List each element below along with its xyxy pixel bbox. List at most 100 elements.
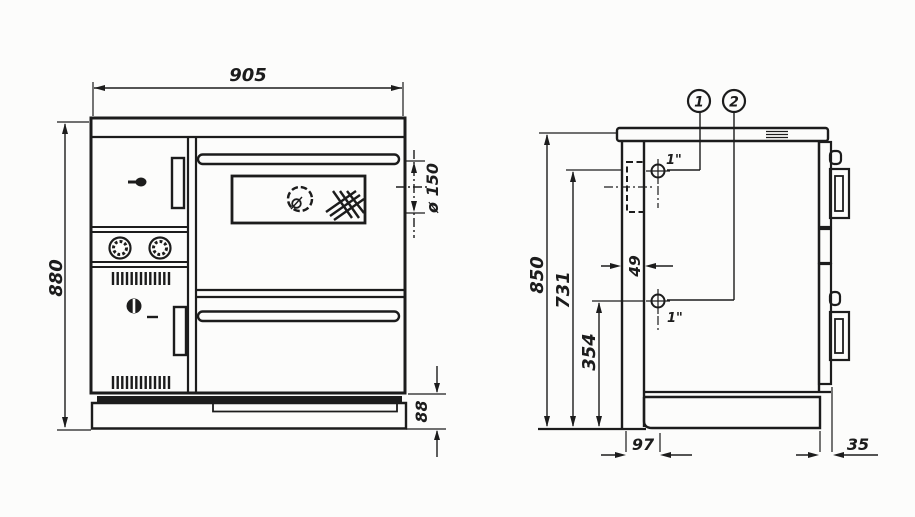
dim-lower-354: 354 xyxy=(579,300,645,427)
upper-left-door xyxy=(128,156,186,210)
plinth-step xyxy=(212,404,398,413)
control-dial-right xyxy=(148,236,172,260)
arrow-left xyxy=(94,85,105,91)
fitting-cross xyxy=(646,159,670,184)
dial-knurl xyxy=(112,240,128,256)
arrow-top xyxy=(434,383,440,393)
arrow-left xyxy=(610,263,621,269)
flue-outlet-back xyxy=(604,161,653,213)
dim-upper-label: 731 xyxy=(553,271,574,309)
dim-upper-731: 731 xyxy=(553,169,621,427)
dim-total-850: 850 xyxy=(527,132,618,427)
left-column-bands xyxy=(91,226,188,268)
dial-icon-center xyxy=(291,198,302,209)
side-view: 1" 1" 1 2 850 xyxy=(527,88,878,458)
arrow-top xyxy=(570,171,576,182)
ext-lines xyxy=(625,431,661,452)
dim-depth-97: 97 xyxy=(601,431,692,458)
arrow-top xyxy=(62,123,68,134)
arrow-bottom xyxy=(62,417,68,428)
arrow-top xyxy=(544,134,550,145)
callout-leaders: 1 2 xyxy=(667,88,747,301)
column-divider xyxy=(186,137,198,393)
callout-circle xyxy=(721,88,747,114)
control-dial-left xyxy=(108,236,132,260)
callout-1-label: 1 xyxy=(694,95,704,111)
plinth-shadow-strip xyxy=(97,396,402,404)
vent-grille-bottom xyxy=(111,376,171,389)
door-knob xyxy=(135,177,147,187)
dim-depth-label: 97 xyxy=(632,435,655,454)
door-lock-slot xyxy=(132,299,136,313)
front-view: 905 880 ø 150 88 xyxy=(46,65,446,457)
dim-total-label: 850 xyxy=(527,256,548,294)
plinth xyxy=(90,396,408,430)
ash-drawer xyxy=(196,310,401,323)
back-wall-lines xyxy=(620,141,646,429)
side-body xyxy=(620,140,833,429)
lower-handle-pivot xyxy=(828,290,842,307)
dim-plinth-88: 88 xyxy=(406,366,446,457)
lower-left-door xyxy=(111,272,188,389)
ext-lines xyxy=(92,82,404,116)
arrow-left xyxy=(615,452,626,458)
arrow-right xyxy=(660,452,671,458)
arrow-bottom xyxy=(570,416,576,427)
arrow-right xyxy=(391,85,402,91)
dim-width-label: 905 xyxy=(229,65,267,86)
lower-water-fitting: 1" xyxy=(646,289,683,332)
dim-back-49: 49 xyxy=(601,255,673,278)
dim-front-label: 35 xyxy=(847,435,869,454)
arrow-top xyxy=(596,302,602,313)
control-panel xyxy=(108,236,172,260)
door-hinge-slot xyxy=(170,156,186,210)
ext-lines xyxy=(57,121,91,431)
door-handle-slot xyxy=(172,305,188,357)
dial-ring xyxy=(148,236,172,260)
ext-lines xyxy=(406,393,446,430)
callout-1: 1 xyxy=(686,88,712,114)
upper-water-fitting: 1" xyxy=(646,153,682,208)
lower-handle-slot xyxy=(834,318,844,354)
oven-drawer-divider xyxy=(196,288,405,299)
plinth-outline xyxy=(90,401,408,430)
dial-ring xyxy=(108,236,132,260)
body-outline xyxy=(89,116,407,395)
arrow-bottom xyxy=(434,430,440,440)
top-plate-outline xyxy=(615,126,830,143)
top-plate xyxy=(615,126,830,143)
oven-handle-bar xyxy=(196,153,401,166)
upper-fitting-label: 1" xyxy=(666,153,682,168)
arrow-bottom xyxy=(544,416,550,427)
arrow-left xyxy=(808,452,819,458)
arrow-top xyxy=(411,162,417,173)
arrow-right xyxy=(645,263,656,269)
base-outline xyxy=(642,395,822,430)
dim-lower-label: 354 xyxy=(579,333,600,371)
dim-plinth-label: 88 xyxy=(412,400,431,422)
upper-handle-slot xyxy=(834,175,844,212)
arrow-bottom xyxy=(411,201,417,212)
upper-handle-bracket xyxy=(828,167,851,220)
callout-circle xyxy=(686,88,712,114)
dial-knurl xyxy=(152,240,168,256)
arrow-right xyxy=(833,452,844,458)
upper-handle-pivot xyxy=(828,149,843,166)
arrow-bottom xyxy=(596,416,602,427)
ext-lines xyxy=(404,160,425,214)
dim-back-label: 49 xyxy=(626,255,644,278)
ext-lines xyxy=(819,387,833,452)
lower-handle-bracket xyxy=(828,310,851,362)
lower-fitting-label: 1" xyxy=(667,311,683,326)
dial-icon-slash xyxy=(290,196,303,210)
leader-lines xyxy=(667,112,735,301)
dim-height-880: 880 xyxy=(46,121,91,431)
dim-flue-150: ø 150 xyxy=(396,150,442,238)
dim-front-35: 35 xyxy=(796,387,878,458)
fitting-cross xyxy=(646,289,670,314)
drawer-handle-bar xyxy=(196,310,401,323)
dial-icon-ring xyxy=(286,185,314,213)
side-base xyxy=(538,395,822,431)
